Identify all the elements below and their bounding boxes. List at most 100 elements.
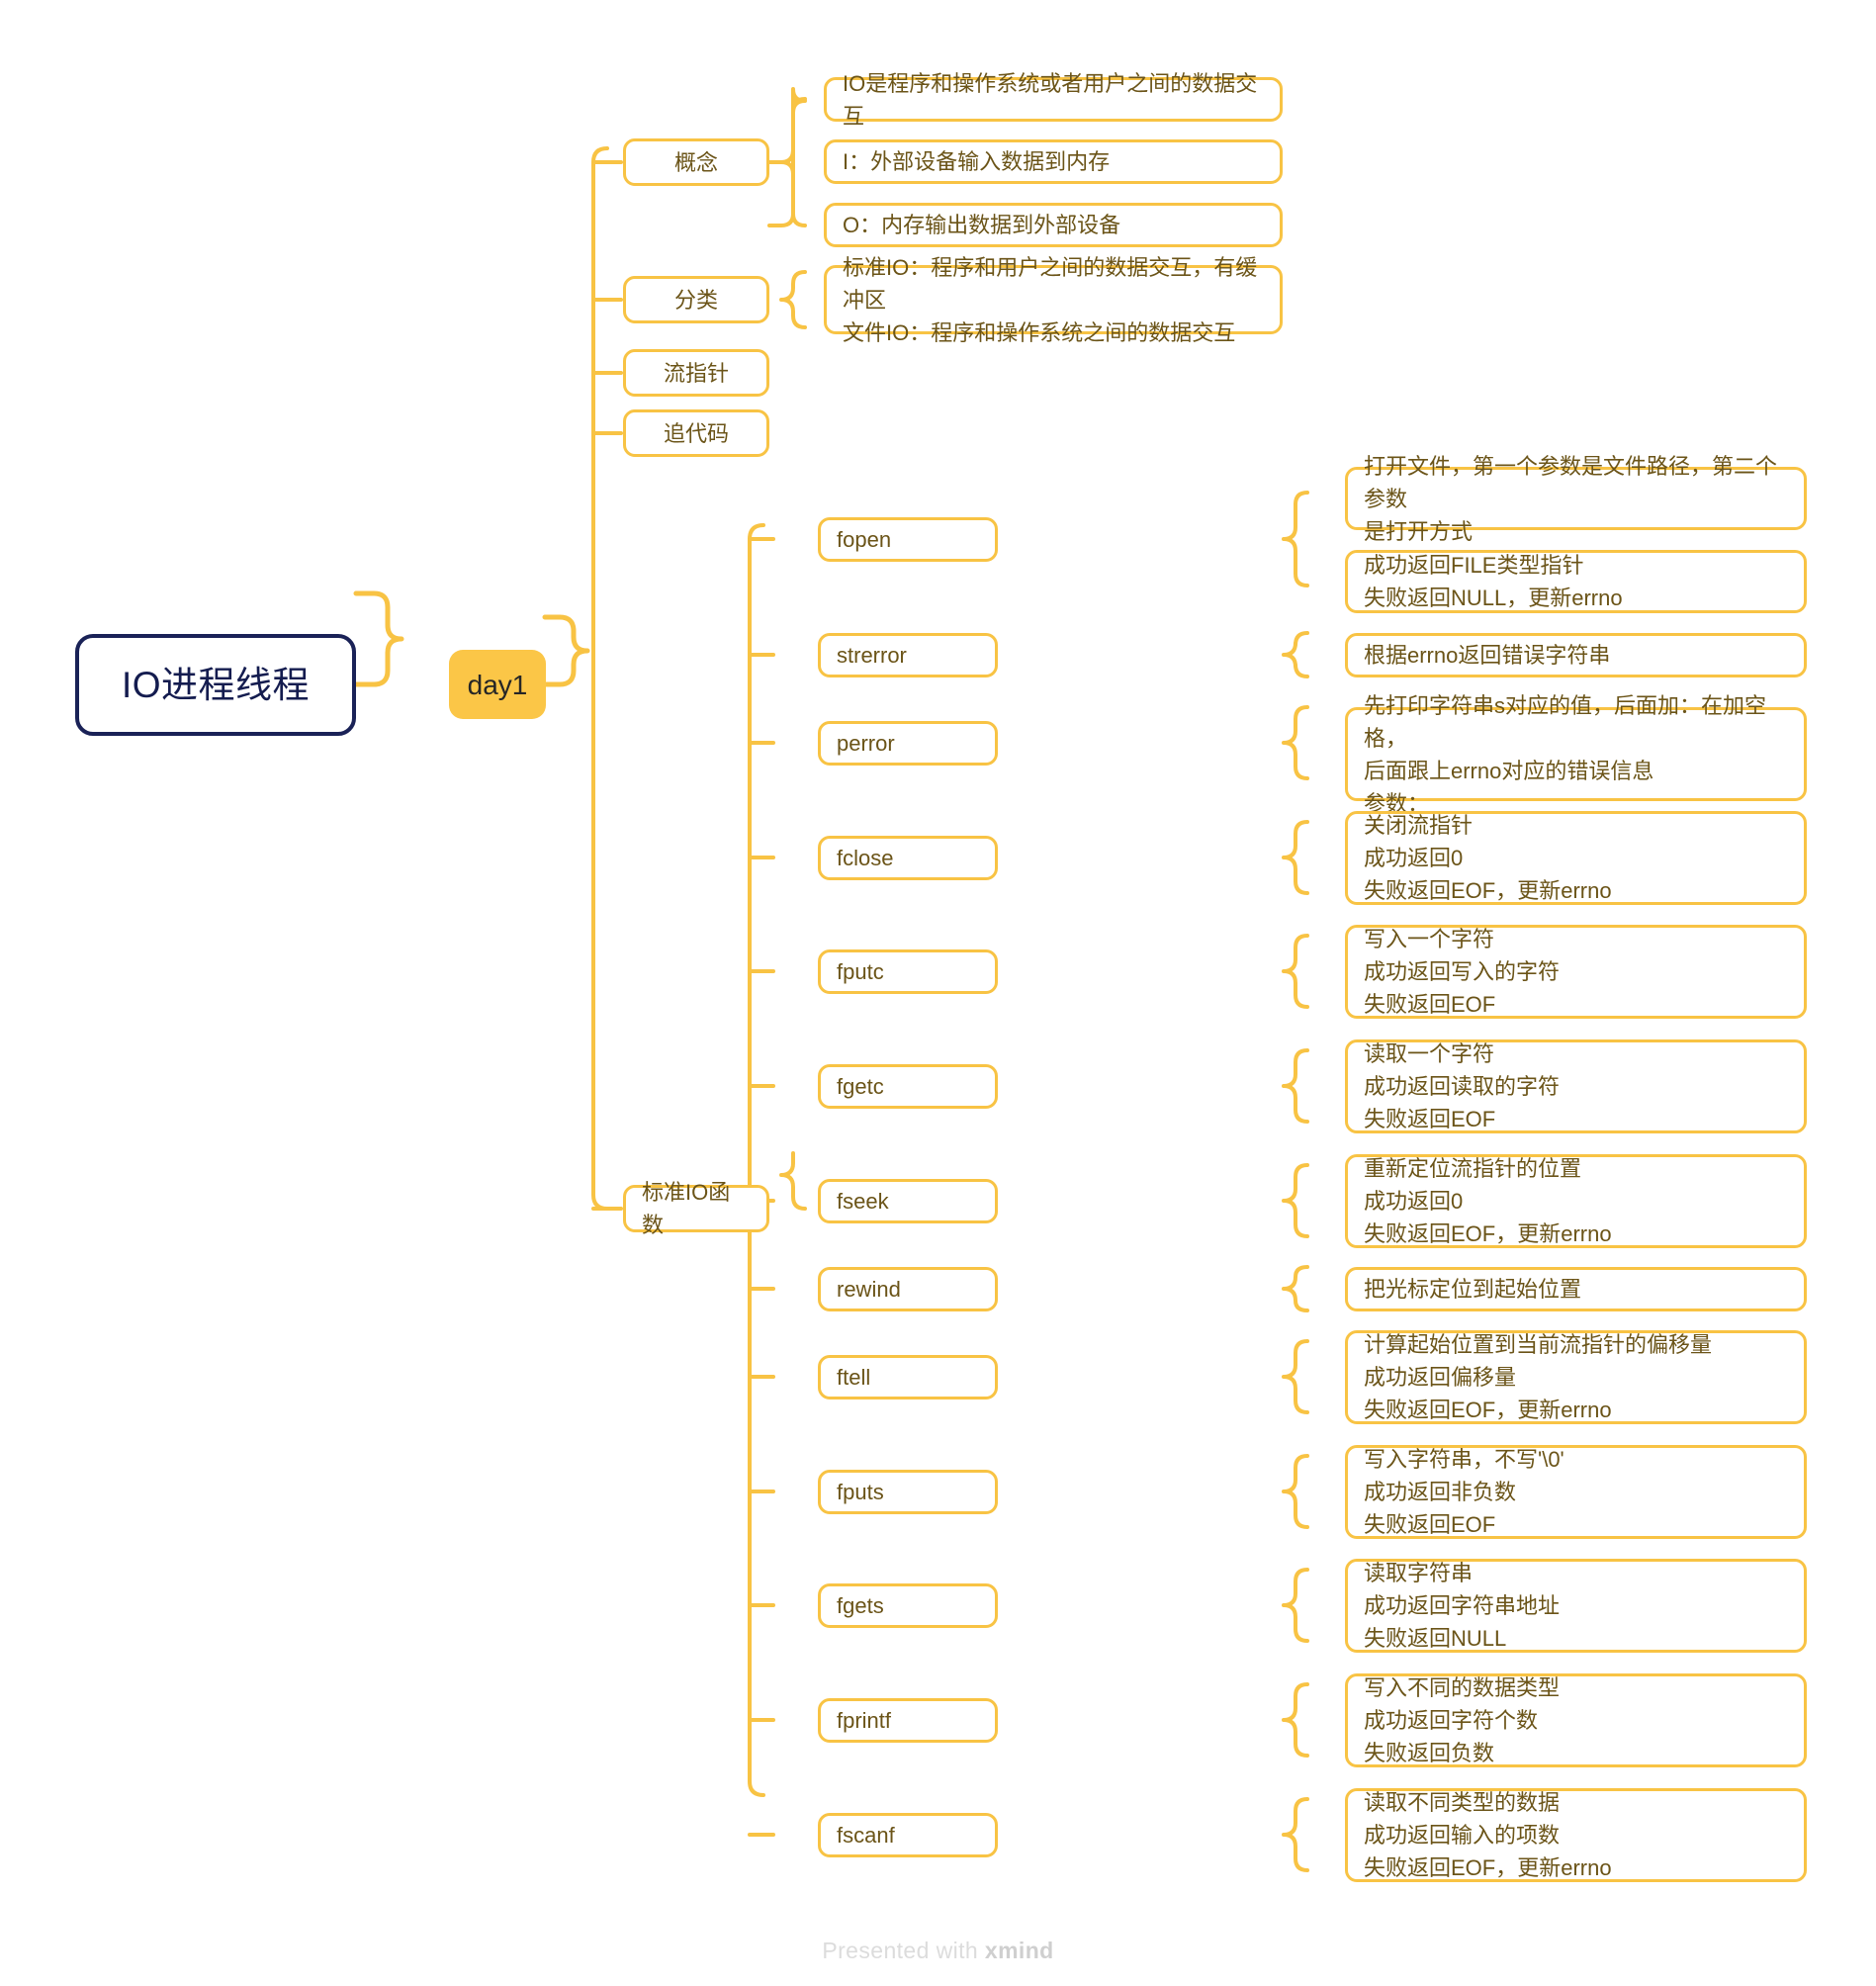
brace-day-to-branches [542, 614, 590, 687]
detail-fgetc-0[interactable]: 读取一个字符 成功返回读取的字符 失败返回EOF [1345, 1039, 1807, 1133]
brace-fgetc [1282, 1048, 1309, 1124]
detail-fgets-0-text: 读取字符串 成功返回字符串地址 失败返回NULL [1364, 1561, 1561, 1651]
function-fopen-label: fopen [837, 527, 892, 552]
detail-fputc-0[interactable]: 写入一个字符 成功返回写入的字符 失败返回EOF [1345, 925, 1807, 1019]
detail-concept-2[interactable]: O：内存输出数据到外部设备 [824, 203, 1283, 247]
root-node-label: IO进程线程 [121, 665, 311, 705]
detail-fprintf-0-text: 写入不同的数据类型 成功返回字符个数 失败返回负数 [1364, 1675, 1561, 1765]
function-fgetc-label: fgetc [837, 1074, 884, 1099]
branch-stream-pointer[interactable]: 流指针 [623, 349, 769, 397]
detail-category-0[interactable]: 标准IO：程序和用户之间的数据交互，有缓冲区 文件IO：程序和操作系统之间的数据… [824, 255, 1283, 345]
function-fgets[interactable]: fgets [818, 1583, 998, 1628]
function-fclose-label: fclose [837, 846, 894, 870]
detail-strerror-0-text: 根据errno返回错误字符串 [1364, 643, 1611, 668]
branch-std-io-functions[interactable]: 标准IO函数 [623, 1180, 769, 1237]
detail-fopen-1-text: 成功返回FILE类型指针 失败返回NULL，更新errno [1364, 553, 1623, 610]
brace-fseek [1282, 1163, 1309, 1238]
function-strerror-label: strerror [837, 643, 907, 668]
branch-concept-label: 概念 [673, 149, 718, 175]
function-fopen[interactable]: fopen [818, 517, 998, 562]
brace-ftell [1282, 1339, 1309, 1414]
function-perror-label: perror [837, 731, 895, 756]
detail-fscanf-0-text: 读取不同类型的数据 成功返回输入的项数 失败返回EOF，更新errno [1364, 1790, 1612, 1880]
brace-fclose [1282, 820, 1309, 895]
detail-fclose-0-text: 关闭流指针 成功返回0 失败返回EOF，更新errno [1364, 813, 1612, 903]
function-fclose[interactable]: fclose [818, 836, 998, 880]
detail-concept-0[interactable]: IO是程序和操作系统或者用户之间的数据交互 [824, 71, 1283, 129]
function-ftell[interactable]: ftell [818, 1355, 998, 1399]
root-node[interactable]: IO进程线程 [75, 634, 356, 736]
brace-stdio [779, 1151, 807, 1211]
detail-strerror-0[interactable]: 根据errno返回错误字符串 [1345, 633, 1807, 677]
brace-strerror [1282, 631, 1309, 678]
detail-category-0-text: 标准IO：程序和用户之间的数据交互，有缓冲区 文件IO：程序和操作系统之间的数据… [843, 254, 1258, 345]
function-fputs[interactable]: fputs [818, 1470, 998, 1514]
detail-ftell-0-text: 计算起始位置到当前流指针的偏移量 成功返回偏移量 失败返回EOF，更新errno [1364, 1332, 1713, 1422]
branch-stream-pointer-label: 流指针 [663, 360, 729, 386]
function-ftell-label: ftell [837, 1365, 871, 1390]
detail-fopen-1[interactable]: 成功返回FILE类型指针 失败返回NULL，更新errno [1345, 550, 1807, 613]
detail-fputc-0-text: 写入一个字符 成功返回写入的字符 失败返回EOF [1364, 927, 1561, 1017]
function-fseek[interactable]: fseek [818, 1179, 998, 1223]
function-perror[interactable]: perror [818, 721, 998, 766]
brace-fopen [1282, 491, 1309, 587]
branch-category-label: 分类 [673, 287, 718, 313]
detail-rewind-0[interactable]: 把光标定位到起始位置 [1345, 1267, 1807, 1311]
branch-trace-code[interactable]: 追代码 [623, 409, 769, 457]
brace-fscanf [1282, 1797, 1309, 1872]
detail-rewind-0-text: 把光标定位到起始位置 [1364, 1277, 1582, 1302]
footer-watermark: Presented with xmind [0, 1938, 1876, 1964]
branch-trace-code-label: 追代码 [663, 420, 729, 446]
detail-fgetc-0-text: 读取一个字符 成功返回读取的字符 失败返回EOF [1364, 1041, 1561, 1131]
function-fputc[interactable]: fputc [818, 949, 998, 994]
branch-category[interactable]: 分类 [623, 276, 769, 323]
footer-prefix: Presented with [822, 1938, 985, 1963]
brace-category [779, 270, 807, 329]
brace-concept [767, 87, 807, 227]
detail-fputs-0-text: 写入字符串，不写'\0' 成功返回非负数 失败返回EOF [1364, 1447, 1564, 1537]
detail-fclose-0[interactable]: 关闭流指针 成功返回0 失败返回EOF，更新errno [1345, 811, 1807, 905]
detail-fopen-0-text: 打开文件，第一个参数是文件路径，第二个参数 是打开方式 [1364, 453, 1778, 544]
function-fputc-label: fputc [837, 959, 884, 984]
function-fscanf[interactable]: fscanf [818, 1813, 998, 1857]
function-rewind-label: rewind [837, 1277, 901, 1302]
detail-fopen-0[interactable]: 打开文件，第一个参数是文件路径，第二个参数 是打开方式 [1345, 454, 1807, 544]
brace-fputc [1282, 934, 1309, 1009]
brace-root-to-day [353, 590, 404, 687]
function-rewind[interactable]: rewind [818, 1267, 998, 1311]
function-fputs-label: fputs [837, 1480, 884, 1504]
day1-node[interactable]: day1 [449, 650, 546, 719]
brace-fprintf [1282, 1682, 1309, 1758]
detail-perror-0-text: 先打印字符串s对应的值，后面加：在加空格， 后面跟上errno对应的错误信息 参… [1364, 692, 1767, 816]
detail-fseek-0-text: 重新定位流指针的位置 成功返回0 失败返回EOF，更新errno [1364, 1156, 1612, 1246]
detail-concept-1-text: I：外部设备输入数据到内存 [843, 149, 1111, 174]
day1-node-label: day1 [467, 669, 528, 700]
detail-fscanf-0[interactable]: 读取不同类型的数据 成功返回输入的项数 失败返回EOF，更新errno [1345, 1788, 1807, 1882]
detail-fgets-0[interactable]: 读取字符串 成功返回字符串地址 失败返回NULL [1345, 1559, 1807, 1653]
function-fgets-label: fgets [837, 1593, 884, 1618]
branch-std-io-functions-label: 标准IO函数 [642, 1180, 731, 1237]
detail-concept-1[interactable]: I：外部设备输入数据到内存 [824, 139, 1283, 184]
function-fscanf-label: fscanf [837, 1823, 895, 1848]
detail-fprintf-0[interactable]: 写入不同的数据类型 成功返回字符个数 失败返回负数 [1345, 1673, 1807, 1767]
brace-perror [1282, 705, 1309, 780]
function-fgetc[interactable]: fgetc [818, 1064, 998, 1109]
detail-fputs-0[interactable]: 写入字符串，不写'\0' 成功返回非负数 失败返回EOF [1345, 1445, 1807, 1539]
brace-concept-shape [779, 97, 807, 227]
detail-concept-0-text: IO是程序和操作系统或者用户之间的数据交互 [843, 70, 1258, 129]
function-fprintf[interactable]: fprintf [818, 1698, 998, 1743]
detail-perror-0[interactable]: 先打印字符串s对应的值，后面加：在加空格， 后面跟上errno对应的错误信息 参… [1345, 693, 1807, 816]
brace-rewind [1282, 1265, 1309, 1312]
function-fseek-label: fseek [837, 1189, 889, 1214]
footer-brand: xmind [984, 1938, 1054, 1963]
branch-concept[interactable]: 概念 [623, 138, 769, 186]
detail-ftell-0[interactable]: 计算起始位置到当前流指针的偏移量 成功返回偏移量 失败返回EOF，更新errno [1345, 1330, 1807, 1424]
spine-branches [591, 146, 609, 1211]
detail-fseek-0[interactable]: 重新定位流指针的位置 成功返回0 失败返回EOF，更新errno [1345, 1154, 1807, 1248]
function-strerror[interactable]: strerror [818, 633, 998, 677]
brace-fputs [1282, 1454, 1309, 1529]
detail-concept-2-text: O：内存输出数据到外部设备 [843, 213, 1121, 237]
spine-functions [748, 523, 765, 1797]
brace-fgets [1282, 1568, 1309, 1643]
